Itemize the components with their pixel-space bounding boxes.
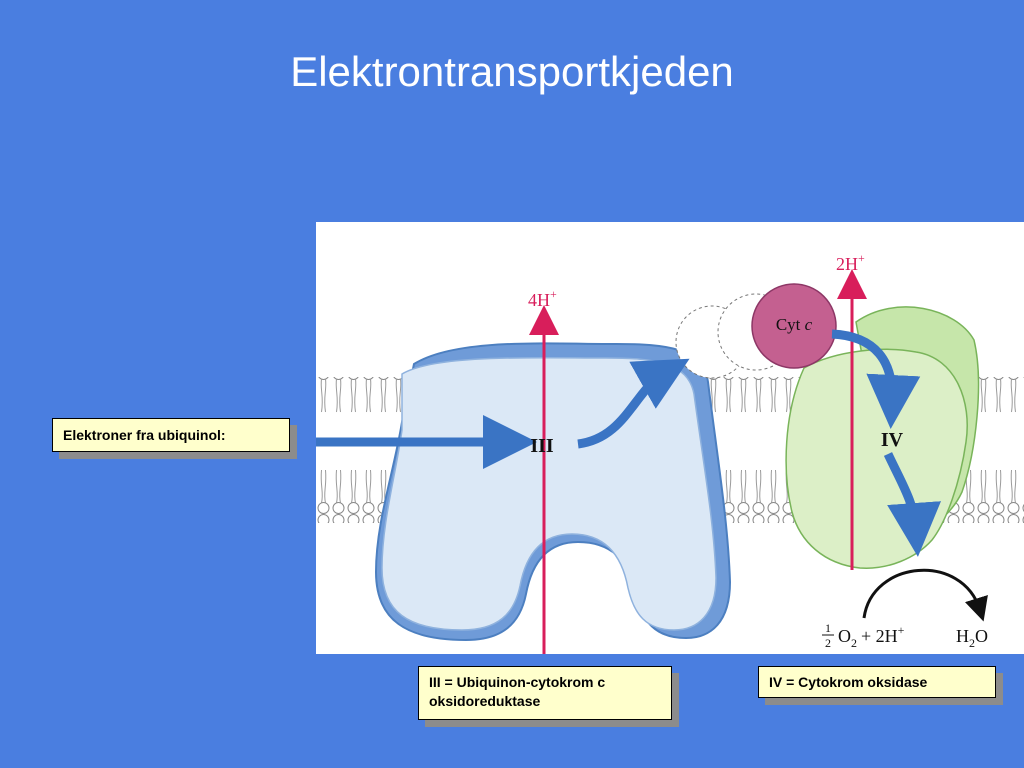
svg-text:H2O: H2O [956, 626, 988, 650]
electron-arrow-iv-to-oxygen [883, 452, 941, 557]
electron-transport-diagram: Cyt c 4H+ 2H+ III IV 1 2 O2+ 2 [316, 222, 1024, 654]
cytochrome-italic: c [805, 315, 813, 334]
complex-iv-label: IV [881, 429, 904, 451]
electron-arrow-cytc-to-iv [831, 329, 921, 429]
callout-ubiquinol-text: Elektroner fra ubiquinol: [63, 427, 226, 443]
svg-text:2: 2 [825, 636, 831, 650]
callout-complex-iv-text: IV = Cytokrom oksidase [769, 674, 928, 690]
callout-complex-iv: IV = Cytokrom oksidase [758, 666, 1003, 705]
electron-arrow-iii-to-cytc [577, 358, 690, 449]
cytochrome-label: Cyt [776, 315, 801, 334]
reaction-arrow [862, 568, 988, 622]
complex-iii-proton-label: 4H+ [528, 287, 557, 310]
complex-iv-proton-label: 2H+ [836, 251, 865, 274]
svg-text:Cyt c: Cyt c [776, 315, 813, 334]
callout-ubiquinol: Elektroner fra ubiquinol: [52, 418, 297, 459]
callout-complex-iii-line2: oksidoreduktase [429, 693, 541, 709]
svg-text:1: 1 [825, 621, 831, 635]
complex-iii-label: III [530, 435, 554, 457]
reaction-equation: 1 2 O2+ 2H+ H2O [822, 621, 988, 650]
callout-complex-iii-line1: III = Ubiquinon-cytokrom c [429, 674, 606, 690]
complex-iii [374, 342, 732, 642]
callout-complex-iii: III = Ubiquinon-cytokrom c oksidoredukta… [418, 666, 679, 727]
slide-title: Elektrontransportkjeden [290, 48, 734, 95]
svg-text:O2+ 2H+: O2+ 2H+ [838, 623, 905, 650]
cytochrome-c: Cyt c [751, 283, 837, 369]
